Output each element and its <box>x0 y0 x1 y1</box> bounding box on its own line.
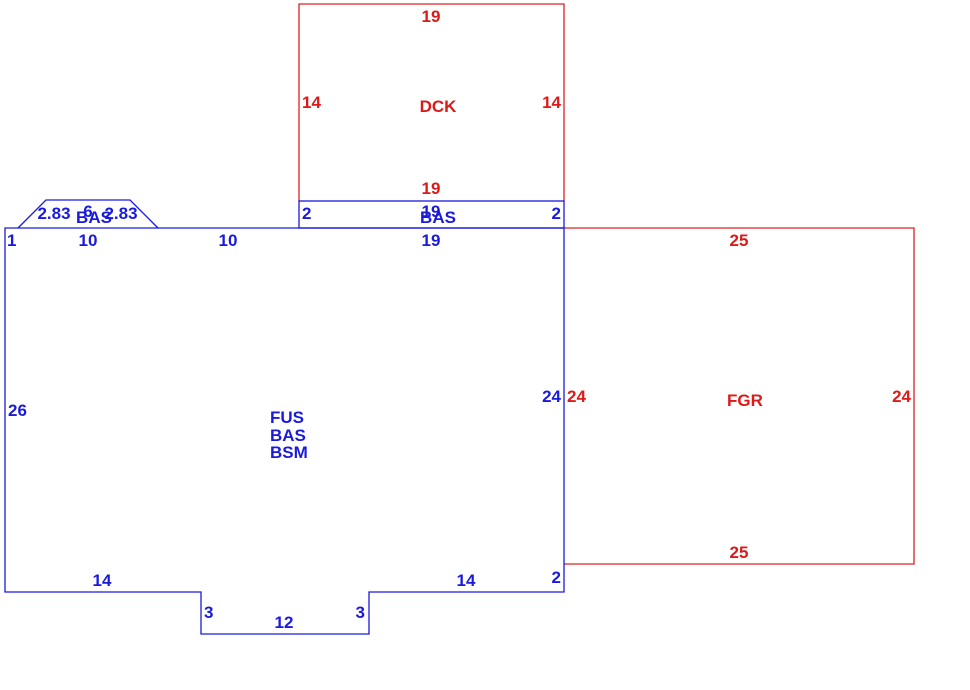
main-dim-right-jog: 2 <box>552 568 561 587</box>
strip-dim-top: 19 <box>422 202 441 221</box>
deck-area-label: DCK <box>420 97 458 116</box>
main-dim-top-b: 10 <box>219 231 238 250</box>
notch-dim-bottom: 12 <box>275 613 294 632</box>
strip-dim-left: 2 <box>302 204 311 223</box>
bay-area-label: BAS <box>76 208 112 227</box>
main-area-code-1: FUS <box>270 408 304 427</box>
main-dim-left: 26 <box>8 401 27 420</box>
deck-dim-left: 14 <box>302 93 321 112</box>
main-area-code-2: BAS <box>270 426 306 445</box>
main-dim-bottom-right: 14 <box>457 571 476 590</box>
strip-area-label: BAS <box>420 208 456 227</box>
garage-outline <box>564 227 915 565</box>
main-dim-right: 24 <box>542 387 561 406</box>
main-dim-bottom-left: 14 <box>93 571 112 590</box>
garage-dim-left: 24 <box>567 387 586 406</box>
garage-dim-bottom: 25 <box>730 543 749 562</box>
bay-dim-top: 6 <box>83 202 92 221</box>
deck-dim-bottom: 19 <box>422 179 441 198</box>
strip-dim-right: 2 <box>552 204 561 223</box>
bay-dim-right: 2.83 <box>104 204 137 223</box>
bay-dim-left: 2.83 <box>37 204 70 223</box>
main-area-code-3: BSM <box>270 443 308 462</box>
garage-area-label: FGR <box>727 391 763 410</box>
main-house-outline <box>4 227 565 635</box>
main-dim-top-c: 19 <box>422 231 441 250</box>
garage-dim-right: 24 <box>892 387 911 406</box>
main-dim-top-a: 10 <box>79 231 98 250</box>
garage-dim-top: 25 <box>730 231 749 250</box>
bay-outline <box>17 199 159 229</box>
notch-dim-left: 3 <box>204 603 213 622</box>
notch-dim-right: 3 <box>356 603 365 622</box>
deck-outline <box>298 3 565 201</box>
deck-dim-right: 14 <box>542 93 561 112</box>
deck-dim-top: 19 <box>422 7 441 26</box>
main-dim-left-top: 1 <box>7 231 16 250</box>
